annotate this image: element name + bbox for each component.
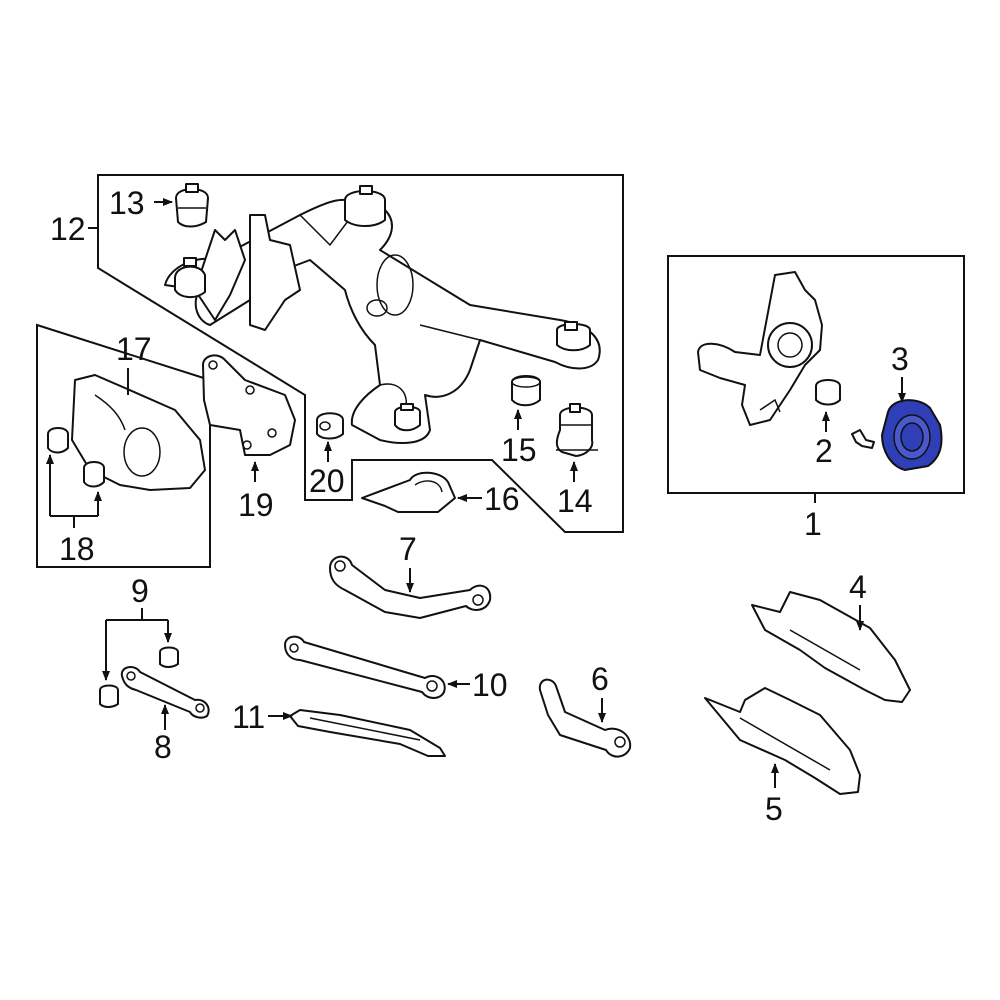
callout-16: 16 xyxy=(484,481,520,517)
crossmember-group-frame xyxy=(88,174,624,533)
callout-6: 6 xyxy=(591,661,609,697)
callout-7: 7 xyxy=(399,531,417,567)
mount-bushing-13[interactable] xyxy=(175,183,209,228)
bushing-20[interactable] xyxy=(316,412,344,440)
bracket-19[interactable] xyxy=(202,354,296,456)
callout-3: 3 xyxy=(891,341,909,377)
callout-5: 5 xyxy=(765,791,783,827)
callout-10: 10 xyxy=(472,667,508,703)
link-10[interactable] xyxy=(284,635,446,699)
bracket-group-frame xyxy=(36,323,211,568)
callout-19: 19 xyxy=(238,487,274,523)
callout-13: 13 xyxy=(109,185,145,221)
bushing-15[interactable] xyxy=(511,375,541,407)
callout-17: 17 xyxy=(116,331,152,367)
bushing-9b[interactable] xyxy=(159,646,179,668)
heat-shield-4[interactable] xyxy=(751,591,911,703)
callout-18: 18 xyxy=(59,531,95,567)
callout-2: 2 xyxy=(815,433,833,469)
steering-knuckle[interactable] xyxy=(697,271,823,426)
bushing-18b[interactable] xyxy=(83,461,105,488)
callout-8: 8 xyxy=(154,729,172,765)
callout-4: 4 xyxy=(849,569,867,605)
callout-9: 9 xyxy=(131,573,149,609)
bushing-9a[interactable] xyxy=(99,684,119,708)
mount-14[interactable] xyxy=(555,403,598,457)
heat-shield-5[interactable] xyxy=(704,687,861,795)
bolt[interactable] xyxy=(851,429,875,449)
bushing-2[interactable] xyxy=(815,379,841,406)
shield-16[interactable] xyxy=(361,471,456,513)
rear-crossmember[interactable] xyxy=(164,185,601,444)
callout-1: 1 xyxy=(804,506,822,542)
callout-20: 20 xyxy=(309,463,345,499)
callout-14: 14 xyxy=(557,483,593,519)
knuckle-group-frame xyxy=(667,255,965,503)
wheel-bearing-hub-3[interactable] xyxy=(880,399,943,472)
control-arm-7[interactable] xyxy=(329,555,492,619)
callout-11: 11 xyxy=(232,699,265,735)
link-8[interactable] xyxy=(120,666,210,719)
callout-12: 12 xyxy=(50,211,86,247)
shield-11[interactable] xyxy=(289,709,446,757)
control-arm-6[interactable] xyxy=(538,678,632,758)
bushing-18a[interactable] xyxy=(47,427,69,454)
callout-15: 15 xyxy=(501,432,537,468)
